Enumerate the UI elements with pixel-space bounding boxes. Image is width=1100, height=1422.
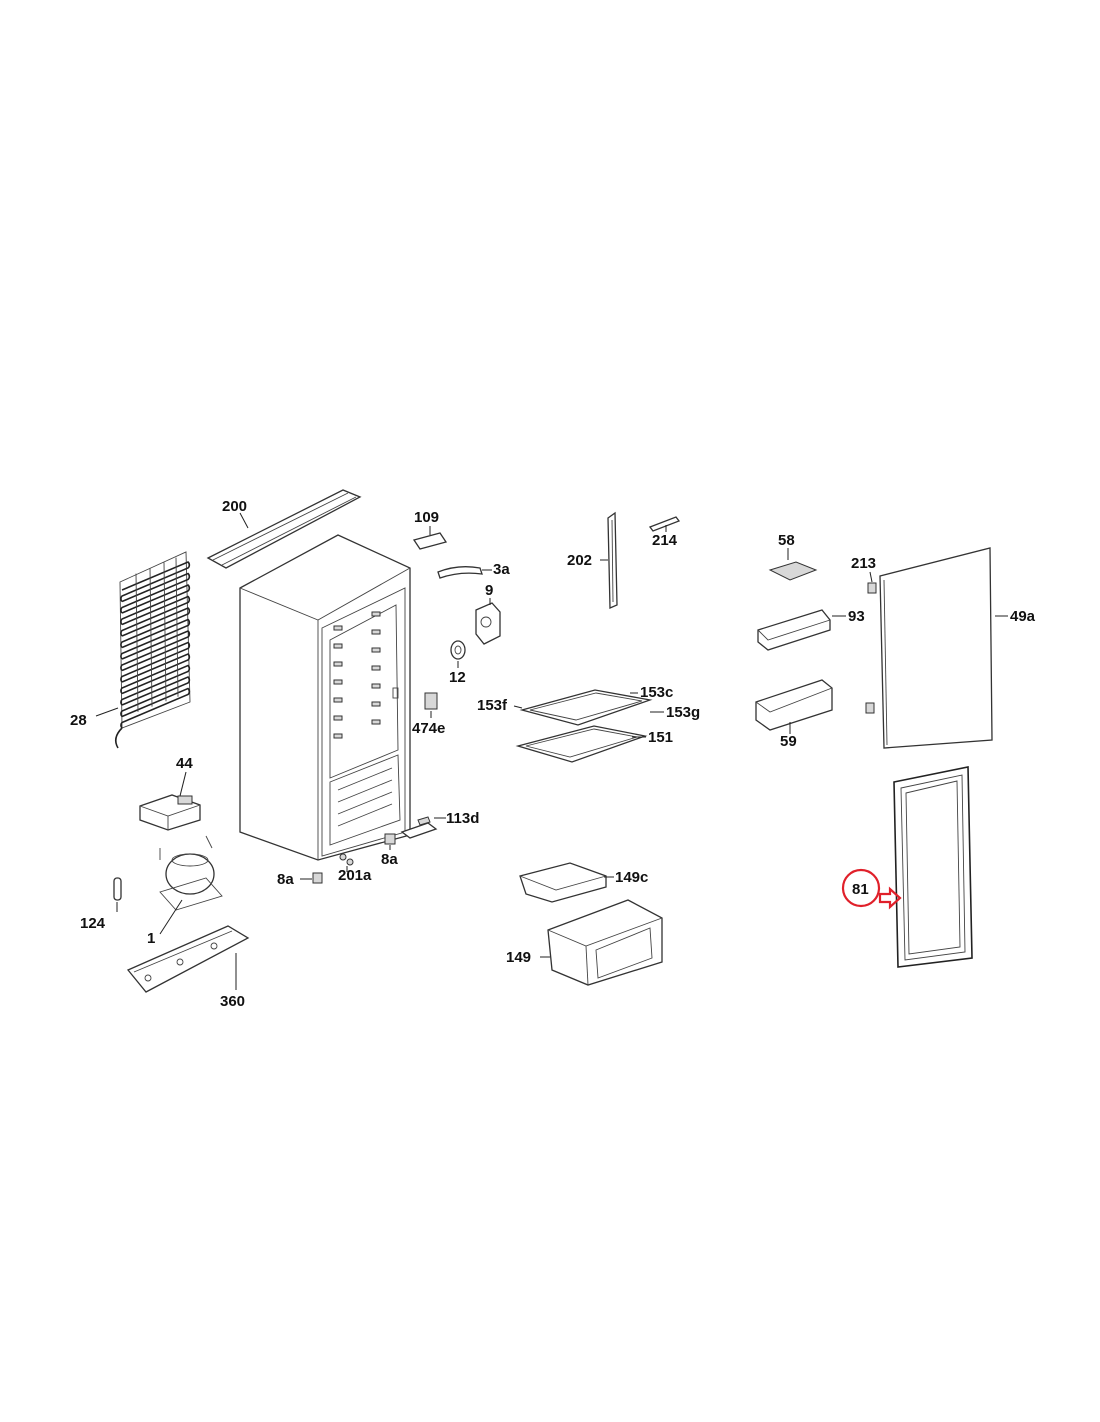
part-label: 81 (852, 881, 869, 898)
part-label: 12 (449, 669, 466, 686)
part-label: 109 (414, 509, 439, 526)
part-label: 213 (851, 555, 876, 572)
part-label: 153c (640, 684, 673, 701)
part-label: 124 (80, 915, 106, 932)
part-label: 153f (477, 697, 508, 714)
part-label: 1 (147, 930, 155, 947)
part-109 (412, 532, 448, 550)
cabinet (239, 534, 411, 861)
part-124 (113, 877, 122, 901)
part-label: 360 (220, 993, 245, 1010)
part-59 (755, 679, 833, 731)
shelf-153 (519, 689, 653, 726)
part-label: 44 (176, 755, 193, 772)
part-9 (475, 602, 501, 645)
part-8a-right (384, 833, 396, 845)
part-label: 200 (222, 498, 247, 515)
part-12 (450, 640, 466, 660)
door-49a (879, 547, 993, 749)
part-label: 58 (778, 532, 795, 549)
compressor (159, 835, 223, 911)
part-label: 9 (485, 582, 493, 599)
part-201a (339, 853, 354, 866)
part-label: 474e (412, 720, 445, 737)
part-label: 149c (615, 869, 648, 886)
door-gasket-81 (893, 766, 973, 968)
part-label: 149 (506, 949, 531, 966)
condenser-coil (114, 551, 191, 749)
part-113d (400, 816, 438, 839)
part-213 (865, 582, 877, 714)
part-label: 151 (648, 729, 673, 746)
part-474e (424, 692, 438, 710)
highlight-marker (841, 868, 902, 910)
part-label: 153g (666, 704, 700, 721)
part-label: 201a (338, 867, 372, 884)
part-149c (519, 862, 607, 903)
part-label: 59 (780, 733, 797, 750)
part-label: 3a (493, 561, 510, 578)
part-label: 214 (652, 532, 678, 549)
part-label: 93 (848, 608, 865, 625)
top-cover-strip (206, 489, 362, 569)
part-label: 8a (381, 851, 398, 868)
part-label: 202 (567, 552, 592, 569)
part-202 (607, 511, 618, 609)
part-44 (139, 794, 201, 831)
part-label: 28 (70, 712, 87, 729)
part-8a-left (312, 872, 323, 884)
part-360 (126, 925, 250, 993)
part-3a (437, 566, 483, 579)
part-58 (768, 561, 818, 581)
shelf-151 (515, 725, 648, 763)
part-149 (547, 899, 663, 986)
part-93 (757, 609, 831, 651)
part-214 (648, 516, 681, 532)
part-label: 113d (446, 810, 479, 827)
part-label: 49a (1010, 608, 1036, 625)
part-label: 8a (277, 871, 294, 888)
